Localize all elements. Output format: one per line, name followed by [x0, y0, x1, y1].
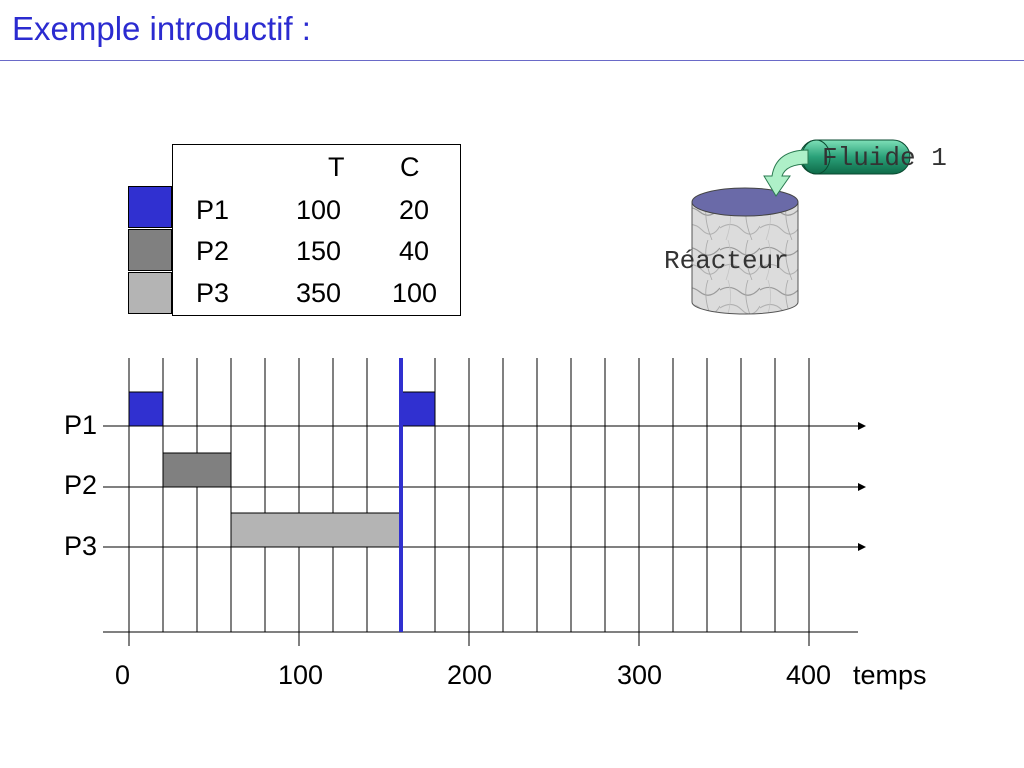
legend-t-p2: 150 [296, 236, 342, 266]
legend-c-p2: 40 [399, 236, 430, 266]
legend-name-p2: P2 [196, 236, 230, 266]
fluid-label: Fluide 1 [822, 143, 947, 173]
fluid-pipe [763, 139, 911, 197]
swatch-p1 [128, 186, 172, 228]
header-T: T [328, 152, 345, 182]
reactor-label: Réacteur [664, 246, 789, 276]
legend-t-p1: 100 [296, 195, 342, 225]
legend-name-p1: P1 [196, 195, 230, 225]
row-label-p1: P1 [64, 410, 98, 440]
legend-name-p3: P3 [196, 278, 230, 308]
tick-label-200: 200 [447, 660, 493, 690]
row-label-p2: P2 [64, 470, 98, 500]
tick-label-0: 0 [115, 660, 131, 690]
slide-title: Exemple introductif : [12, 10, 311, 47]
title-divider [0, 60, 1024, 61]
x-axis-unit: temps [853, 660, 927, 690]
swatch-p2 [128, 229, 172, 271]
arrowhead-icon [858, 543, 866, 551]
legend-t-p3: 350 [296, 278, 342, 308]
reactor-lid [691, 187, 799, 217]
row-label-p3: P3 [64, 531, 98, 561]
arrowhead-icon [858, 422, 866, 430]
tick-label-100: 100 [278, 660, 324, 690]
legend-c-p3: 100 [392, 278, 438, 308]
bar-p1-2 [400, 391, 436, 427]
swatch-p3 [128, 272, 172, 314]
arrowhead-icon [858, 483, 866, 491]
header-C: C [400, 152, 420, 182]
reactor-vessel [691, 187, 799, 315]
legend-c-p1: 20 [399, 195, 430, 225]
tick-label-400: 400 [786, 660, 832, 690]
legend-box [172, 144, 461, 316]
bar-p1-1 [128, 391, 164, 427]
curved-arrow-icon [763, 149, 809, 197]
bar-p3-1 [230, 512, 402, 548]
bar-p2-1 [162, 452, 232, 488]
tick-label-300: 300 [617, 660, 663, 690]
